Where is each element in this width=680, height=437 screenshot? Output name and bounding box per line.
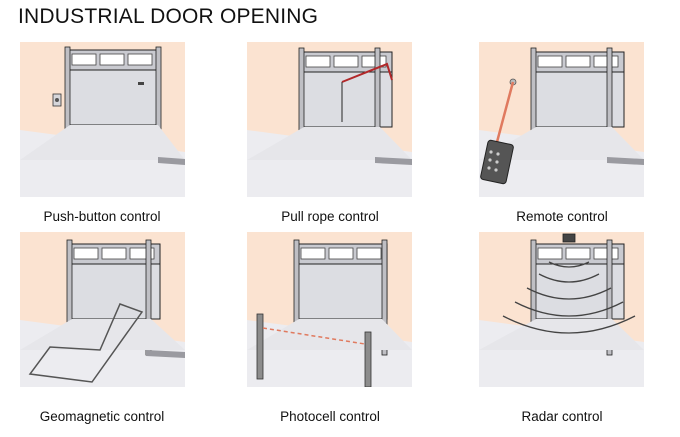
panel-pull-rope — [247, 42, 412, 197]
remote-control-icon — [480, 139, 514, 185]
panel-push-button — [20, 42, 185, 197]
radar-sensor-icon — [502, 233, 636, 334]
caption-photocell: Photocell control — [280, 409, 380, 424]
photocell-icon — [256, 313, 372, 387]
panel-remote — [479, 42, 644, 197]
panel-radar — [479, 232, 644, 387]
panel-geomagnetic — [20, 232, 185, 387]
pull-rope-icon — [341, 62, 393, 122]
caption-remote: Remote control — [516, 209, 608, 224]
panel-photocell — [247, 232, 412, 387]
caption-pull-rope: Pull rope control — [281, 209, 379, 224]
caption-radar: Radar control — [521, 409, 603, 424]
floor-loop-icon — [28, 303, 144, 383]
page-title: INDUSTRIAL DOOR OPENING — [18, 5, 319, 28]
caption-geomagnetic: Geomagnetic control — [39, 409, 165, 424]
caption-push-button: Push-button control — [43, 209, 161, 224]
push-button-icon — [52, 93, 62, 107]
